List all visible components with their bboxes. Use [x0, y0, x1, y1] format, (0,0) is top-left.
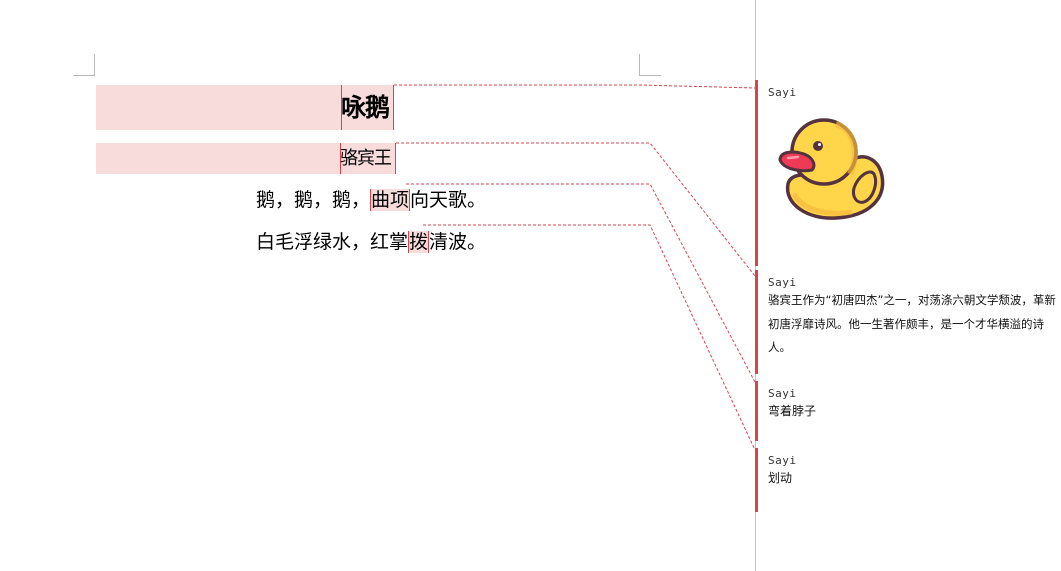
comment-author: Sayi: [768, 454, 797, 467]
poem-author[interactable]: 骆宾王: [340, 148, 392, 169]
line-1-before: 鹅，鹅，鹅，: [256, 189, 371, 211]
comment-body: 弯着脖子: [768, 404, 817, 418]
comment-card[interactable]: Sayi 弯着脖子: [755, 381, 1061, 441]
line-1-comment-anchor[interactable]: 曲项: [370, 189, 411, 211]
comment-author: Sayi: [768, 86, 797, 99]
comment-card[interactable]: Sayi 划动: [755, 448, 1061, 512]
author-comment-highlight: [96, 143, 395, 174]
document-page[interactable]: 咏鹅 骆宾王 鹅，鹅，鹅，曲项向天歌。 白毛浮绿水，红掌拨清波。: [0, 0, 755, 571]
duck-image[interactable]: [778, 112, 888, 224]
line-2-comment-anchor[interactable]: 拨: [408, 231, 430, 253]
comment-body: 骆宾王作为“初唐四杰”之一，对荡涤六朝文学颓波，革新初唐浮靡诗风。他一生著作颇丰…: [768, 293, 1056, 354]
comment-card[interactable]: Sayi: [755, 80, 1061, 266]
margin-corner-top-right: [639, 54, 661, 76]
comment-body: 划动: [768, 471, 793, 485]
title-comment-anchor[interactable]: [341, 85, 394, 130]
poem-line-1[interactable]: 鹅，鹅，鹅，曲项向天歌。: [256, 185, 486, 215]
line-2-before: 白毛浮绿水，红掌: [256, 231, 409, 253]
margin-corner-top-left: [73, 54, 95, 76]
comment-author: Sayi: [768, 276, 797, 289]
comment-author: Sayi: [768, 387, 797, 400]
author-comment-anchor[interactable]: [340, 143, 396, 174]
poem-line-2[interactable]: 白毛浮绿水，红掌拨清波。: [256, 227, 486, 257]
line-1-after: 向天歌。: [410, 189, 487, 211]
line-2-after: 清波。: [429, 231, 487, 253]
poem-title[interactable]: 咏鹅: [341, 93, 390, 122]
title-comment-highlight: [96, 85, 393, 130]
comment-card[interactable]: Sayi 骆宾王作为“初唐四杰”之一，对荡涤六朝文学颓波，革新初唐浮靡诗风。他一…: [755, 270, 1061, 374]
